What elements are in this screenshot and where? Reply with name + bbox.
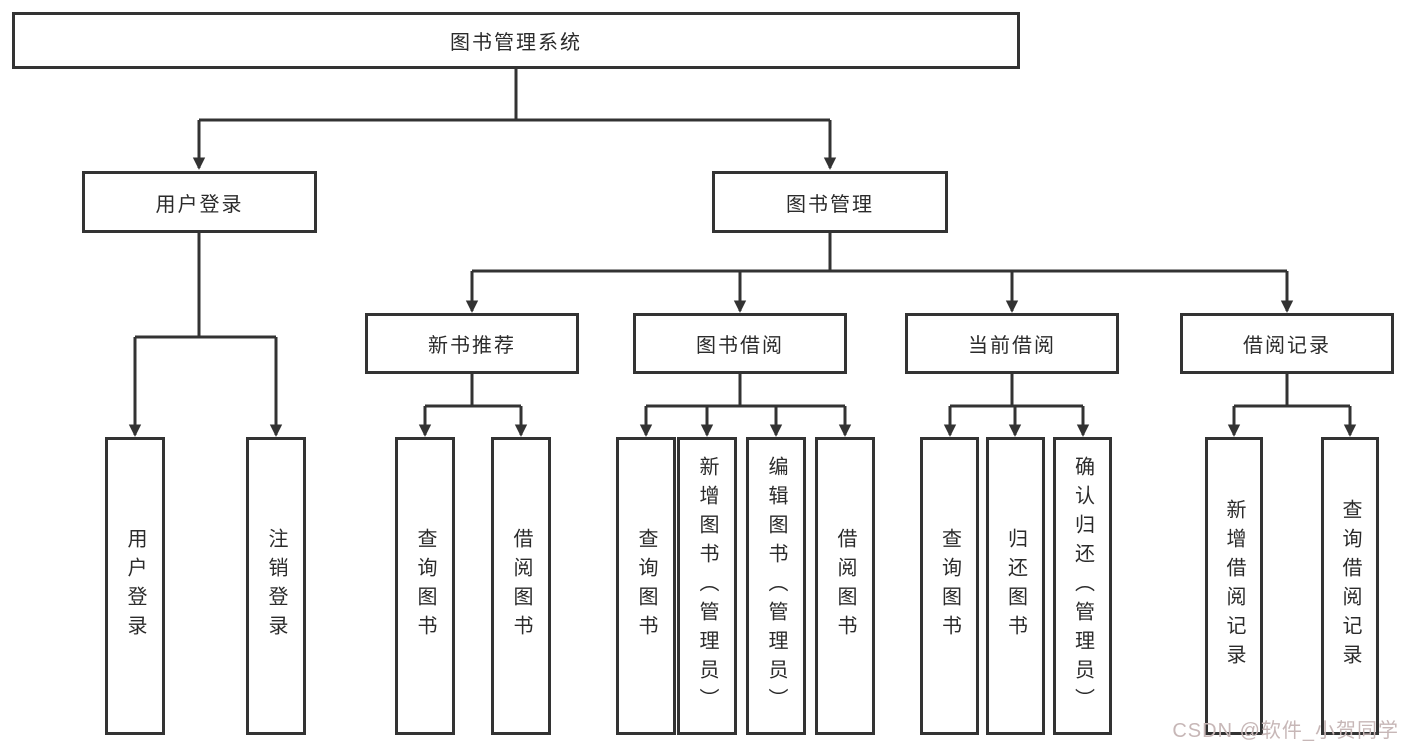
leaf-label: 借阅图书 bbox=[510, 528, 532, 644]
node-book-management: 图书管理 bbox=[712, 171, 948, 233]
leaf-label: 注销登录 bbox=[265, 528, 287, 644]
leaf-return-books: 归还图书 bbox=[986, 437, 1045, 735]
leaf-query-books-borrowing: 查询图书 bbox=[616, 437, 676, 735]
node-current-borrowing: 当前借阅 bbox=[905, 313, 1119, 374]
leaf-label: 查询图书 bbox=[414, 528, 436, 644]
leaf-label: 新增图书（管理员） bbox=[696, 455, 718, 717]
leaf-label: 查询图书 bbox=[938, 528, 961, 644]
leaf-edit-books-admin: 编辑图书（管理员） bbox=[746, 437, 806, 735]
leaf-label: 查询借阅记录 bbox=[1339, 499, 1361, 673]
leaf-label: 新增借阅记录 bbox=[1223, 499, 1245, 673]
leaf-label: 确认归还（管理员） bbox=[1071, 455, 1094, 717]
leaf-label: 查询图书 bbox=[635, 528, 657, 644]
leaf-borrow-books-recommend: 借阅图书 bbox=[491, 437, 551, 735]
leaf-query-books-recommend: 查询图书 bbox=[395, 437, 455, 735]
node-library-system: 图书管理系统 bbox=[12, 12, 1020, 69]
leaf-label: 编辑图书（管理员） bbox=[765, 455, 787, 717]
leaf-label: 借阅图书 bbox=[834, 528, 856, 644]
node-book-borrowing: 图书借阅 bbox=[633, 313, 847, 374]
leaf-label: 用户登录 bbox=[124, 528, 146, 644]
node-user-login: 用户登录 bbox=[82, 171, 317, 233]
leaf-label: 归还图书 bbox=[1004, 528, 1027, 644]
leaf-add-borrow-record: 新增借阅记录 bbox=[1205, 437, 1263, 735]
node-borrowing-records: 借阅记录 bbox=[1180, 313, 1394, 374]
leaf-query-borrow-record: 查询借阅记录 bbox=[1321, 437, 1379, 735]
node-new-book-recommendation: 新书推荐 bbox=[365, 313, 579, 374]
leaf-confirm-return-admin: 确认归还（管理员） bbox=[1053, 437, 1112, 735]
leaf-borrow-books: 借阅图书 bbox=[815, 437, 875, 735]
leaf-logout: 注销登录 bbox=[246, 437, 306, 735]
leaf-user-login: 用户登录 bbox=[105, 437, 165, 735]
leaf-add-books-admin: 新增图书（管理员） bbox=[677, 437, 737, 735]
leaf-query-books-current: 查询图书 bbox=[920, 437, 979, 735]
